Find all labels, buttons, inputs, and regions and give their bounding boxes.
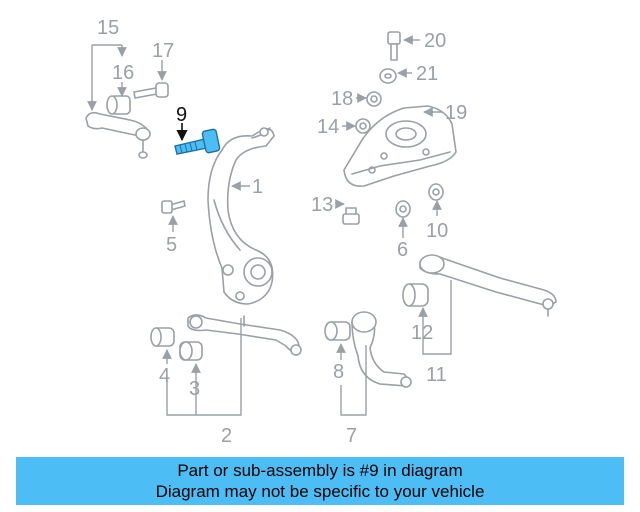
callout-3: 3 <box>189 378 200 400</box>
callout-12: 12 <box>411 322 433 344</box>
nut-6-part <box>395 200 411 218</box>
callout-13: 13 <box>311 194 333 216</box>
callout-10: 10 <box>426 220 448 242</box>
callout-9: 9 <box>176 104 187 126</box>
callout-21: 21 <box>416 63 438 85</box>
nut-14-part <box>355 118 371 134</box>
strut-mount-19-part <box>343 105 457 187</box>
bushing-8-part <box>324 321 351 341</box>
lower-arm-7-part <box>351 311 412 388</box>
callout-2: 2 <box>221 425 232 447</box>
bolt-5-part <box>161 200 186 214</box>
lower-arm-2-part <box>187 314 302 356</box>
callout-17: 17 <box>152 40 174 62</box>
callout-18: 18 <box>331 88 353 110</box>
callout-16: 16 <box>112 62 134 84</box>
bolt-13-part <box>342 207 360 225</box>
bushing-12-part <box>402 283 429 307</box>
washer-21-part <box>379 68 397 84</box>
banner-line-2: Diagram may not be specific to your vehi… <box>155 482 485 501</box>
callout-6: 6 <box>397 239 408 261</box>
callout-8: 8 <box>333 361 344 383</box>
callout-labels: 15 16 17 9 1 5 4 3 2 8 7 12 11 19 20 21 … <box>97 17 467 447</box>
leader-lines <box>87 35 452 416</box>
bushing-4-part <box>150 327 175 347</box>
callout-1: 1 <box>252 176 263 198</box>
bolt-9-highlighted-part <box>174 128 221 155</box>
callout-7: 7 <box>346 425 357 447</box>
bushing-3-part <box>179 341 203 361</box>
nut-10-part <box>428 183 444 201</box>
nut-18-part <box>366 91 382 107</box>
banner-line-1: Part or sub-assembly is #9 in diagram <box>177 461 463 480</box>
tension-arm-11-part <box>419 254 557 317</box>
info-banner: Part or sub-assembly is #9 in diagram Di… <box>16 457 624 505</box>
bushing-16-part <box>106 95 131 115</box>
steering-knuckle-part <box>207 127 275 305</box>
callout-20: 20 <box>424 30 446 52</box>
bolt-20-part <box>387 31 401 61</box>
callout-11: 11 <box>426 364 447 386</box>
upper-arm-part <box>85 111 151 159</box>
callout-5: 5 <box>166 234 177 256</box>
callout-19: 19 <box>445 102 467 124</box>
callout-15: 15 <box>97 17 119 39</box>
bolt-17-part <box>133 82 169 99</box>
callout-4: 4 <box>159 365 170 387</box>
callout-14: 14 <box>317 116 339 138</box>
